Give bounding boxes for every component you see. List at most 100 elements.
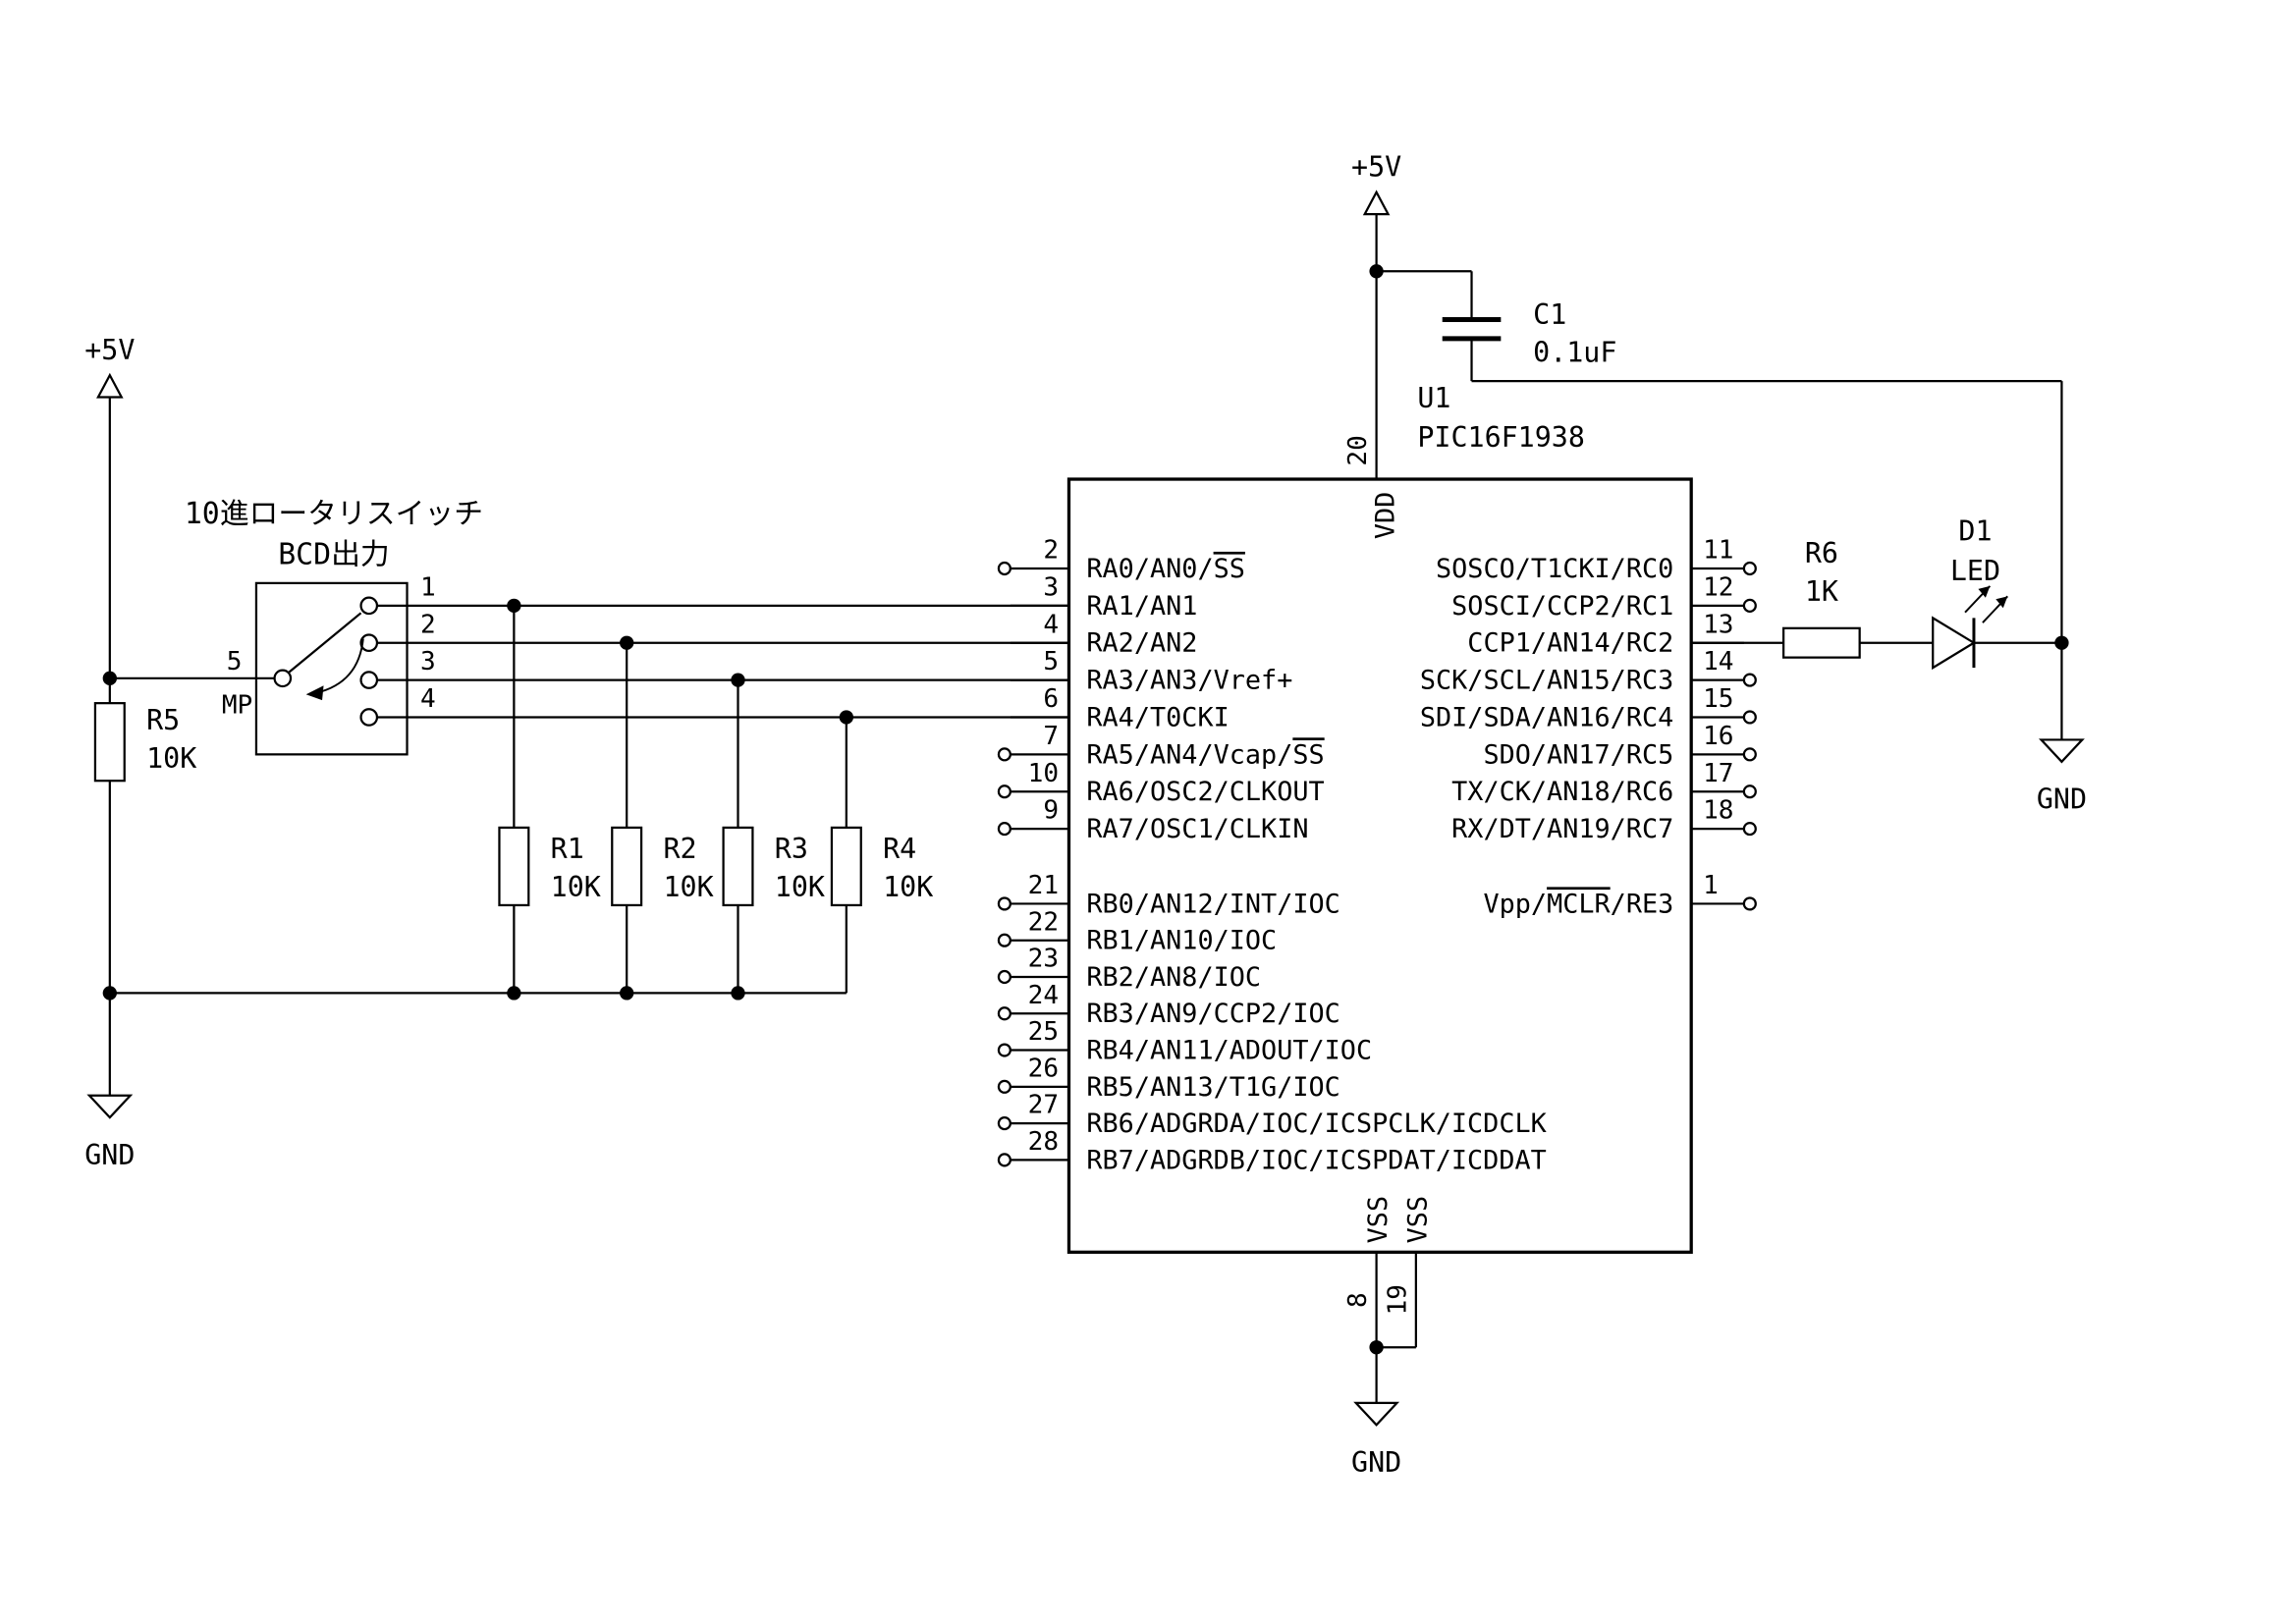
junction-dot <box>620 635 634 650</box>
pin-number: 24 <box>1028 981 1059 1010</box>
pin-number: 2 <box>1043 536 1059 566</box>
pin-open-circle <box>997 933 1011 947</box>
pin-name: RB0/AN12/INT/IOC <box>1086 889 1339 919</box>
resistor-body <box>830 826 862 907</box>
gnd-label: GND <box>2037 784 2087 816</box>
pin-number: 11 <box>1703 536 1733 566</box>
pin-number: 5 <box>227 647 243 676</box>
led-ray-arrowhead <box>1978 585 1991 598</box>
pin-open-circle <box>997 1079 1011 1094</box>
pin-name: SOSCI/CCP2/RC1 <box>1451 591 1673 622</box>
pin-number: 25 <box>1028 1017 1059 1047</box>
gnd-label: GND <box>84 1139 135 1171</box>
pin-name: RA0/AN0/SS <box>1086 554 1245 584</box>
switch-subtitle: BCD出力 <box>278 538 389 572</box>
switch-arm <box>288 612 362 674</box>
pin-open-circle <box>1742 673 1757 687</box>
pin-name: RB7/ADGRDB/IOC/ICSPDAT/ICDDAT <box>1086 1145 1546 1175</box>
component-ref: R1 <box>551 833 584 865</box>
pin-number: 18 <box>1703 796 1733 826</box>
pin-name: RB5/AN13/T1G/IOC <box>1086 1072 1339 1103</box>
resistor-body <box>93 702 126 783</box>
resistor-body <box>611 826 643 907</box>
pin-name: RA2/AN2 <box>1086 628 1197 659</box>
pin-number: 3 <box>1043 572 1059 602</box>
pin-open-circle <box>1742 784 1757 799</box>
switch-rotation-arrowhead <box>305 685 324 701</box>
switch-title: 10進ロータリスイッチ <box>185 497 483 531</box>
led-triangle <box>1932 616 1977 671</box>
pin-open-circle <box>997 969 1011 985</box>
pin-number: 1 <box>1703 871 1719 900</box>
pin-name: RA6/OSC2/CLKOUT <box>1086 777 1324 807</box>
pin-open-circle <box>1742 896 1757 911</box>
pin-open-circle <box>997 1153 1011 1167</box>
pin-name: RB6/ADGRDA/IOC/ICSPCLK/ICDCLK <box>1086 1109 1547 1139</box>
pin-name: RA1/AN1 <box>1086 591 1197 622</box>
pin-number: 6 <box>1043 684 1059 714</box>
pin-number: 7 <box>1043 722 1059 751</box>
ic-part: PIC16F1938 <box>1417 421 1585 454</box>
pin-number: 17 <box>1703 759 1733 788</box>
pin-number: 2 <box>420 610 436 639</box>
pin-open-circle <box>1742 598 1757 613</box>
led-ray-arrowhead <box>1995 596 2008 609</box>
pin-number: 27 <box>1028 1091 1059 1120</box>
pin-name: SCK/SCL/AN15/RC3 <box>1420 666 1673 696</box>
component-value: 1K <box>1805 575 1838 608</box>
pin-name: CCP1/AN14/RC2 <box>1467 628 1673 659</box>
resistor-body <box>722 826 754 907</box>
ic-body <box>1066 477 1693 1254</box>
junction-dot <box>839 710 853 725</box>
component-value: 10K <box>775 871 825 903</box>
pin-number: 12 <box>1703 572 1733 602</box>
switch-common-terminal <box>273 669 293 688</box>
component-value: LED <box>1950 555 2000 587</box>
component-ref: R2 <box>663 833 696 865</box>
pin-open-circle <box>1742 710 1757 725</box>
pin-number: 5 <box>1043 647 1059 676</box>
resistor-body <box>1782 626 1861 659</box>
rotary-switch-body <box>254 581 409 756</box>
pin-name: RB2/AN8/IOC <box>1086 962 1261 993</box>
pin-number: 28 <box>1028 1127 1059 1157</box>
component-value: 0.1uF <box>1533 337 1616 369</box>
pin-name: SOSCO/T1CKI/RC0 <box>1436 554 1673 584</box>
pin-number: 21 <box>1028 871 1059 900</box>
pin-number: 1 <box>420 572 436 602</box>
switch-contact-terminal <box>359 671 379 689</box>
pin-number: 3 <box>420 647 436 676</box>
pin-name: SDI/SDA/AN16/RC4 <box>1420 702 1673 732</box>
resistor-body <box>498 826 530 907</box>
gnd-symbol <box>86 1094 134 1119</box>
component-value: 10K <box>663 871 713 903</box>
pin-name: RA5/AN4/Vcap/SS <box>1086 739 1324 770</box>
pin-open-circle <box>997 1043 1011 1057</box>
junction-dot <box>507 598 521 614</box>
pin-name: RB3/AN9/CCP2/IOC <box>1086 999 1339 1029</box>
pin-name: RB1/AN10/IOC <box>1086 926 1277 956</box>
component-value: 10K <box>883 871 933 903</box>
pin-open-circle <box>997 747 1011 762</box>
switch-contact-terminal <box>359 596 379 616</box>
pin-open-circle <box>1742 822 1757 837</box>
junction-dot <box>2054 635 2069 650</box>
pin-open-circle <box>997 896 1011 911</box>
pin-open-circle <box>1742 561 1757 576</box>
pin-name: TX/CK/AN18/RC6 <box>1451 777 1673 807</box>
pin-number: 4 <box>1043 610 1059 639</box>
pin-open-circle <box>997 822 1011 837</box>
pin-number: 14 <box>1703 647 1733 676</box>
pin-number: 15 <box>1703 684 1733 714</box>
pin-number: 16 <box>1703 722 1733 751</box>
pin-open-circle <box>1742 747 1757 762</box>
pin-name: VDD <box>1371 492 1401 539</box>
pin-name: RA7/OSC1/CLKIN <box>1086 814 1308 844</box>
pin-name: VSS <box>1402 1196 1433 1243</box>
pin-number: 4 <box>420 684 436 714</box>
component-ref: C1 <box>1533 298 1566 331</box>
pin-number: 13 <box>1703 610 1733 639</box>
junction-dot <box>731 673 745 687</box>
pin-number: 19 <box>1383 1284 1412 1315</box>
